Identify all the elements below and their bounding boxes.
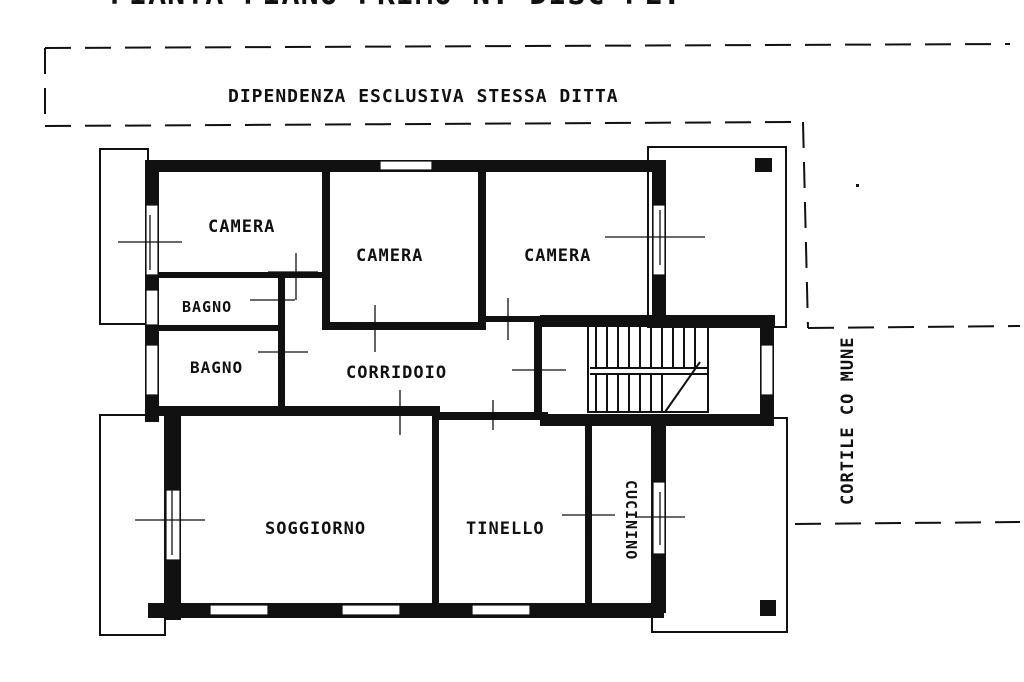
balconies: [99, 146, 788, 636]
outer-walls: [145, 160, 775, 620]
room-label-tinello: TINELLO: [466, 519, 545, 539]
room-label-soggiorno: SOGGIORNO: [265, 519, 366, 539]
windows: [145, 160, 774, 616]
room-label-camera-2: CAMERA: [356, 246, 423, 266]
room-label-camera-3: CAMERA: [524, 246, 591, 266]
room-labels: CAMERA CAMERA CAMERA BAGNO BAGNO CORRIDO…: [182, 217, 640, 560]
room-label-camera-1: CAMERA: [208, 217, 275, 237]
chimney-bottom: [760, 600, 776, 616]
staircase: [587, 321, 709, 413]
room-label-bagno-2: BAGNO: [190, 358, 243, 377]
annex-label: DIPENDENZA ESCLUSIVA STESSA DITTA: [228, 86, 619, 107]
balcony-right-bottom: [651, 417, 788, 633]
room-label-corridoio: CORRIDOIO: [346, 363, 447, 383]
balcony-left-top: [99, 148, 149, 325]
chimney-top: [755, 158, 772, 172]
room-label-bagno-1: BAGNO: [182, 298, 232, 316]
courtyard-label: CORTILE CO MUNE: [838, 336, 858, 505]
balcony-left-bottom: [99, 414, 166, 636]
room-label-cucinino: CUCININO: [622, 480, 640, 560]
plan-title-fragment: PIANTA PIANO PRIMO N. DISC PL.: [110, 0, 682, 12]
window-symbols: [118, 210, 705, 555]
stray-mark: [856, 184, 859, 187]
annex-boundary: [44, 43, 1021, 525]
